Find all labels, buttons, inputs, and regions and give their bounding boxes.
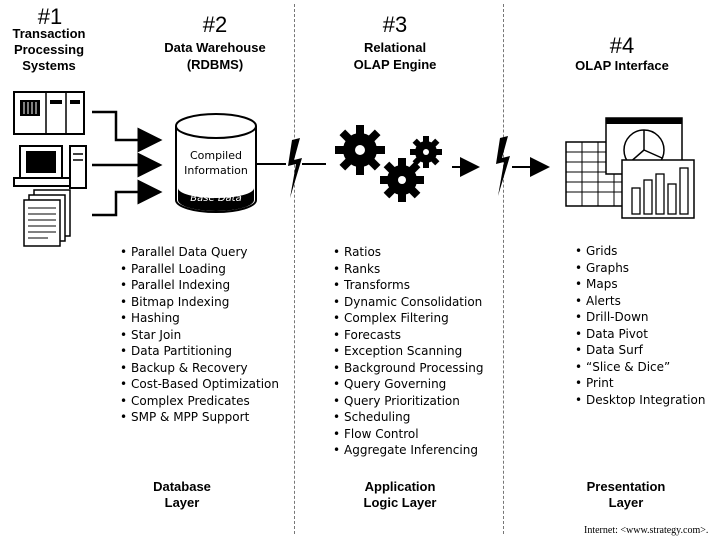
gears-icon <box>335 125 442 202</box>
filing-cabinet-icon <box>13 91 85 135</box>
list-item: Cost-Based Optimization <box>120 376 279 393</box>
list-item: Dynamic Consolidation <box>333 294 483 311</box>
list-item: Alerts <box>575 293 705 310</box>
column-1-heading-word: Processing <box>13 42 85 57</box>
list-item: Complex Filtering <box>333 310 483 327</box>
computer-terminal-icon <box>13 145 87 189</box>
separator-application-presentation <box>503 4 504 534</box>
list-item: Ratios <box>333 244 483 261</box>
list-item: Parallel Loading <box>120 261 279 278</box>
application-layer-line1: Application <box>364 479 436 494</box>
data-warehouse-cylinder-icon <box>175 113 257 213</box>
database-layer-line2: Layer <box>164 495 200 510</box>
list-item: Forecasts <box>333 327 483 344</box>
list-item: Exception Scanning <box>333 343 483 360</box>
lightning-bolt-icon <box>256 138 326 198</box>
documents-icon <box>23 189 71 247</box>
list-item: SMP & MPP Support <box>120 409 279 426</box>
column-2-heading-line1: Data Warehouse <box>164 40 266 55</box>
column-4-number: #4 <box>609 33 635 58</box>
column-4-heading-line1: OLAP Interface <box>575 58 669 73</box>
list-item: Maps <box>575 276 705 293</box>
list-item: Hashing <box>120 310 279 327</box>
list-item: Flow Control <box>333 426 483 443</box>
interface-feature-list: Grids Graphs Maps Alerts Drill-Down Data… <box>575 243 705 408</box>
list-item: “Slice & Dice” <box>575 359 705 376</box>
source-footer: Internet: <www.strategy.com>. <box>584 525 709 536</box>
list-item: Query Governing <box>333 376 483 393</box>
column-1-heading-word: Transaction <box>12 26 86 41</box>
column-1-heading-word: Systems <box>22 58 76 73</box>
list-item: Backup & Recovery <box>120 360 279 377</box>
application-layer-label: Application Logic Layer <box>340 479 460 511</box>
source-arrows <box>92 110 163 217</box>
lightning-bolt-icon-2 <box>452 136 550 196</box>
list-item: Data Partitioning <box>120 343 279 360</box>
column-3-heading-line1: Relational <box>363 40 427 55</box>
column-2-number: #2 <box>202 12 228 37</box>
column-3-heading-line2: OLAP Engine <box>353 57 437 72</box>
list-item: Print <box>575 375 705 392</box>
list-item: Bitmap Indexing <box>120 294 279 311</box>
list-item: Star Join <box>120 327 279 344</box>
list-item: Grids <box>575 243 705 260</box>
compiled-information-line2: Information <box>184 164 248 177</box>
database-feature-list: Parallel Data Query Parallel Loading Par… <box>120 244 279 426</box>
list-item: Ranks <box>333 261 483 278</box>
database-layer-line1: Database <box>153 479 211 494</box>
column-2-heading-line2: (RDBMS) <box>186 57 244 72</box>
presentation-layer-line2: Layer <box>608 495 644 510</box>
list-item: Data Surf <box>575 342 705 359</box>
list-item: Query Prioritization <box>333 393 483 410</box>
list-item: Data Pivot <box>575 326 705 343</box>
olap-interface-graphic-icon <box>565 117 695 219</box>
list-item: Parallel Data Query <box>120 244 279 261</box>
database-layer-label: Database Layer <box>122 479 242 511</box>
list-item: Graphs <box>575 260 705 277</box>
list-item: Background Processing <box>333 360 483 377</box>
application-layer-line2: Logic Layer <box>363 495 437 510</box>
column-3-number: #3 <box>382 12 408 37</box>
separator-database-application <box>294 4 295 534</box>
list-item: Desktop Integration <box>575 392 705 409</box>
presentation-layer-line1: Presentation <box>586 479 666 494</box>
list-item: Scheduling <box>333 409 483 426</box>
presentation-layer-label: Presentation Layer <box>566 479 686 511</box>
list-item: Complex Predicates <box>120 393 279 410</box>
list-item: Parallel Indexing <box>120 277 279 294</box>
column-1-number: #1 <box>37 4 63 29</box>
engine-feature-list: Ratios Ranks Transforms Dynamic Consolid… <box>333 244 483 459</box>
compiled-information-line1: Compiled <box>190 149 242 162</box>
base-data-label: Base Data <box>190 193 242 204</box>
list-item: Transforms <box>333 277 483 294</box>
list-item: Aggregate Inferencing <box>333 442 483 459</box>
list-item: Drill-Down <box>575 309 705 326</box>
